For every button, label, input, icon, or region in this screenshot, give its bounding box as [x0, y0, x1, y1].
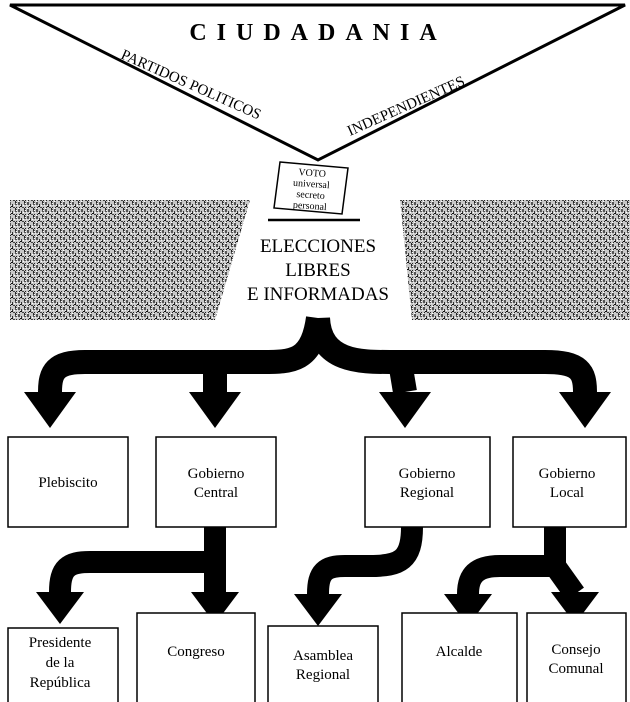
congreso-label: Congreso [167, 644, 225, 660]
ballot-line: universal [293, 178, 331, 192]
asamblea-box [267, 625, 379, 702]
lower-arrowheads [36, 592, 599, 626]
plebiscito-label: Plebiscito [38, 475, 97, 491]
asamblea-label: Asamblea [293, 648, 353, 664]
gobierno-central-label: Gobierno [188, 466, 245, 482]
arrowhead [559, 392, 611, 428]
ciudadania-triangle [9, 3, 626, 162]
ballot-text: VOTO universal secreto personal [293, 167, 331, 213]
level2-labels: Presidente de la República Congreso Asam… [29, 635, 604, 691]
asamblea-label: Regional [296, 667, 350, 683]
gobierno-local-label: Local [550, 485, 584, 501]
gobierno-regional-box [364, 436, 491, 528]
texture-block-right [400, 200, 630, 320]
ballot-line: secreto [296, 189, 325, 202]
lower-arrow-path [457, 527, 566, 595]
ciudadania-title: CIUDADANIA [189, 20, 446, 46]
gobierno-local-label: Gobierno [539, 466, 596, 482]
gobierno-central-label: Central [194, 485, 238, 501]
congreso-box [136, 612, 256, 702]
texture-block-left [10, 200, 250, 320]
consejo-box [526, 612, 627, 702]
alcalde-box [401, 612, 518, 702]
upper-arrow-path [215, 315, 330, 374]
upper-arrow-path [306, 316, 545, 374]
elecciones-line: ELECCIONES [260, 236, 376, 257]
arrowhead [189, 392, 241, 428]
upper-arrow-path [544, 350, 597, 393]
presidente-box [7, 627, 119, 702]
lower-arrow-path [307, 526, 423, 595]
arrowhead [551, 592, 599, 624]
arrowhead [24, 392, 76, 428]
presidente-label: República [30, 675, 91, 691]
lower-arrow-path [546, 559, 584, 601]
consejo-label: Comunal [549, 661, 604, 677]
upper-arrow-path [388, 360, 417, 394]
elecciones-line: E INFORMADAS [247, 284, 389, 305]
upper-arrow-path [38, 350, 215, 393]
elecciones-text: ELECCIONES LIBRES E INFORMADAS [247, 236, 389, 305]
presidente-label: de la [46, 655, 75, 671]
ballot-line: VOTO [298, 167, 326, 180]
lower-arrow-path [49, 527, 226, 593]
consejo-label: Consejo [551, 642, 600, 658]
gobierno-central-box [155, 436, 277, 528]
level1-labels: Plebiscito Gobierno Central Gobierno Reg… [38, 466, 595, 501]
presidente-label: Presidente [29, 635, 92, 651]
elecciones-line: LIBRES [285, 260, 350, 281]
gobierno-local-box [512, 436, 627, 528]
ballot-paper [273, 161, 349, 215]
plebiscito-box [7, 436, 129, 528]
alcalde-label: Alcalde [436, 644, 483, 660]
upper-arrows [38, 315, 597, 394]
gobierno-regional-label: Regional [400, 485, 454, 501]
arrowhead [191, 592, 239, 624]
ballot-line: personal [293, 200, 328, 213]
upper-arrowheads [24, 392, 611, 428]
lower-arrows [49, 526, 584, 601]
arrowhead [444, 594, 492, 626]
level2-boxes [7, 612, 627, 702]
arrowhead [36, 592, 84, 624]
arrowhead [294, 594, 342, 626]
level1-boxes [7, 436, 627, 528]
arrowhead [379, 392, 431, 428]
gobierno-regional-label: Gobierno [399, 466, 456, 482]
